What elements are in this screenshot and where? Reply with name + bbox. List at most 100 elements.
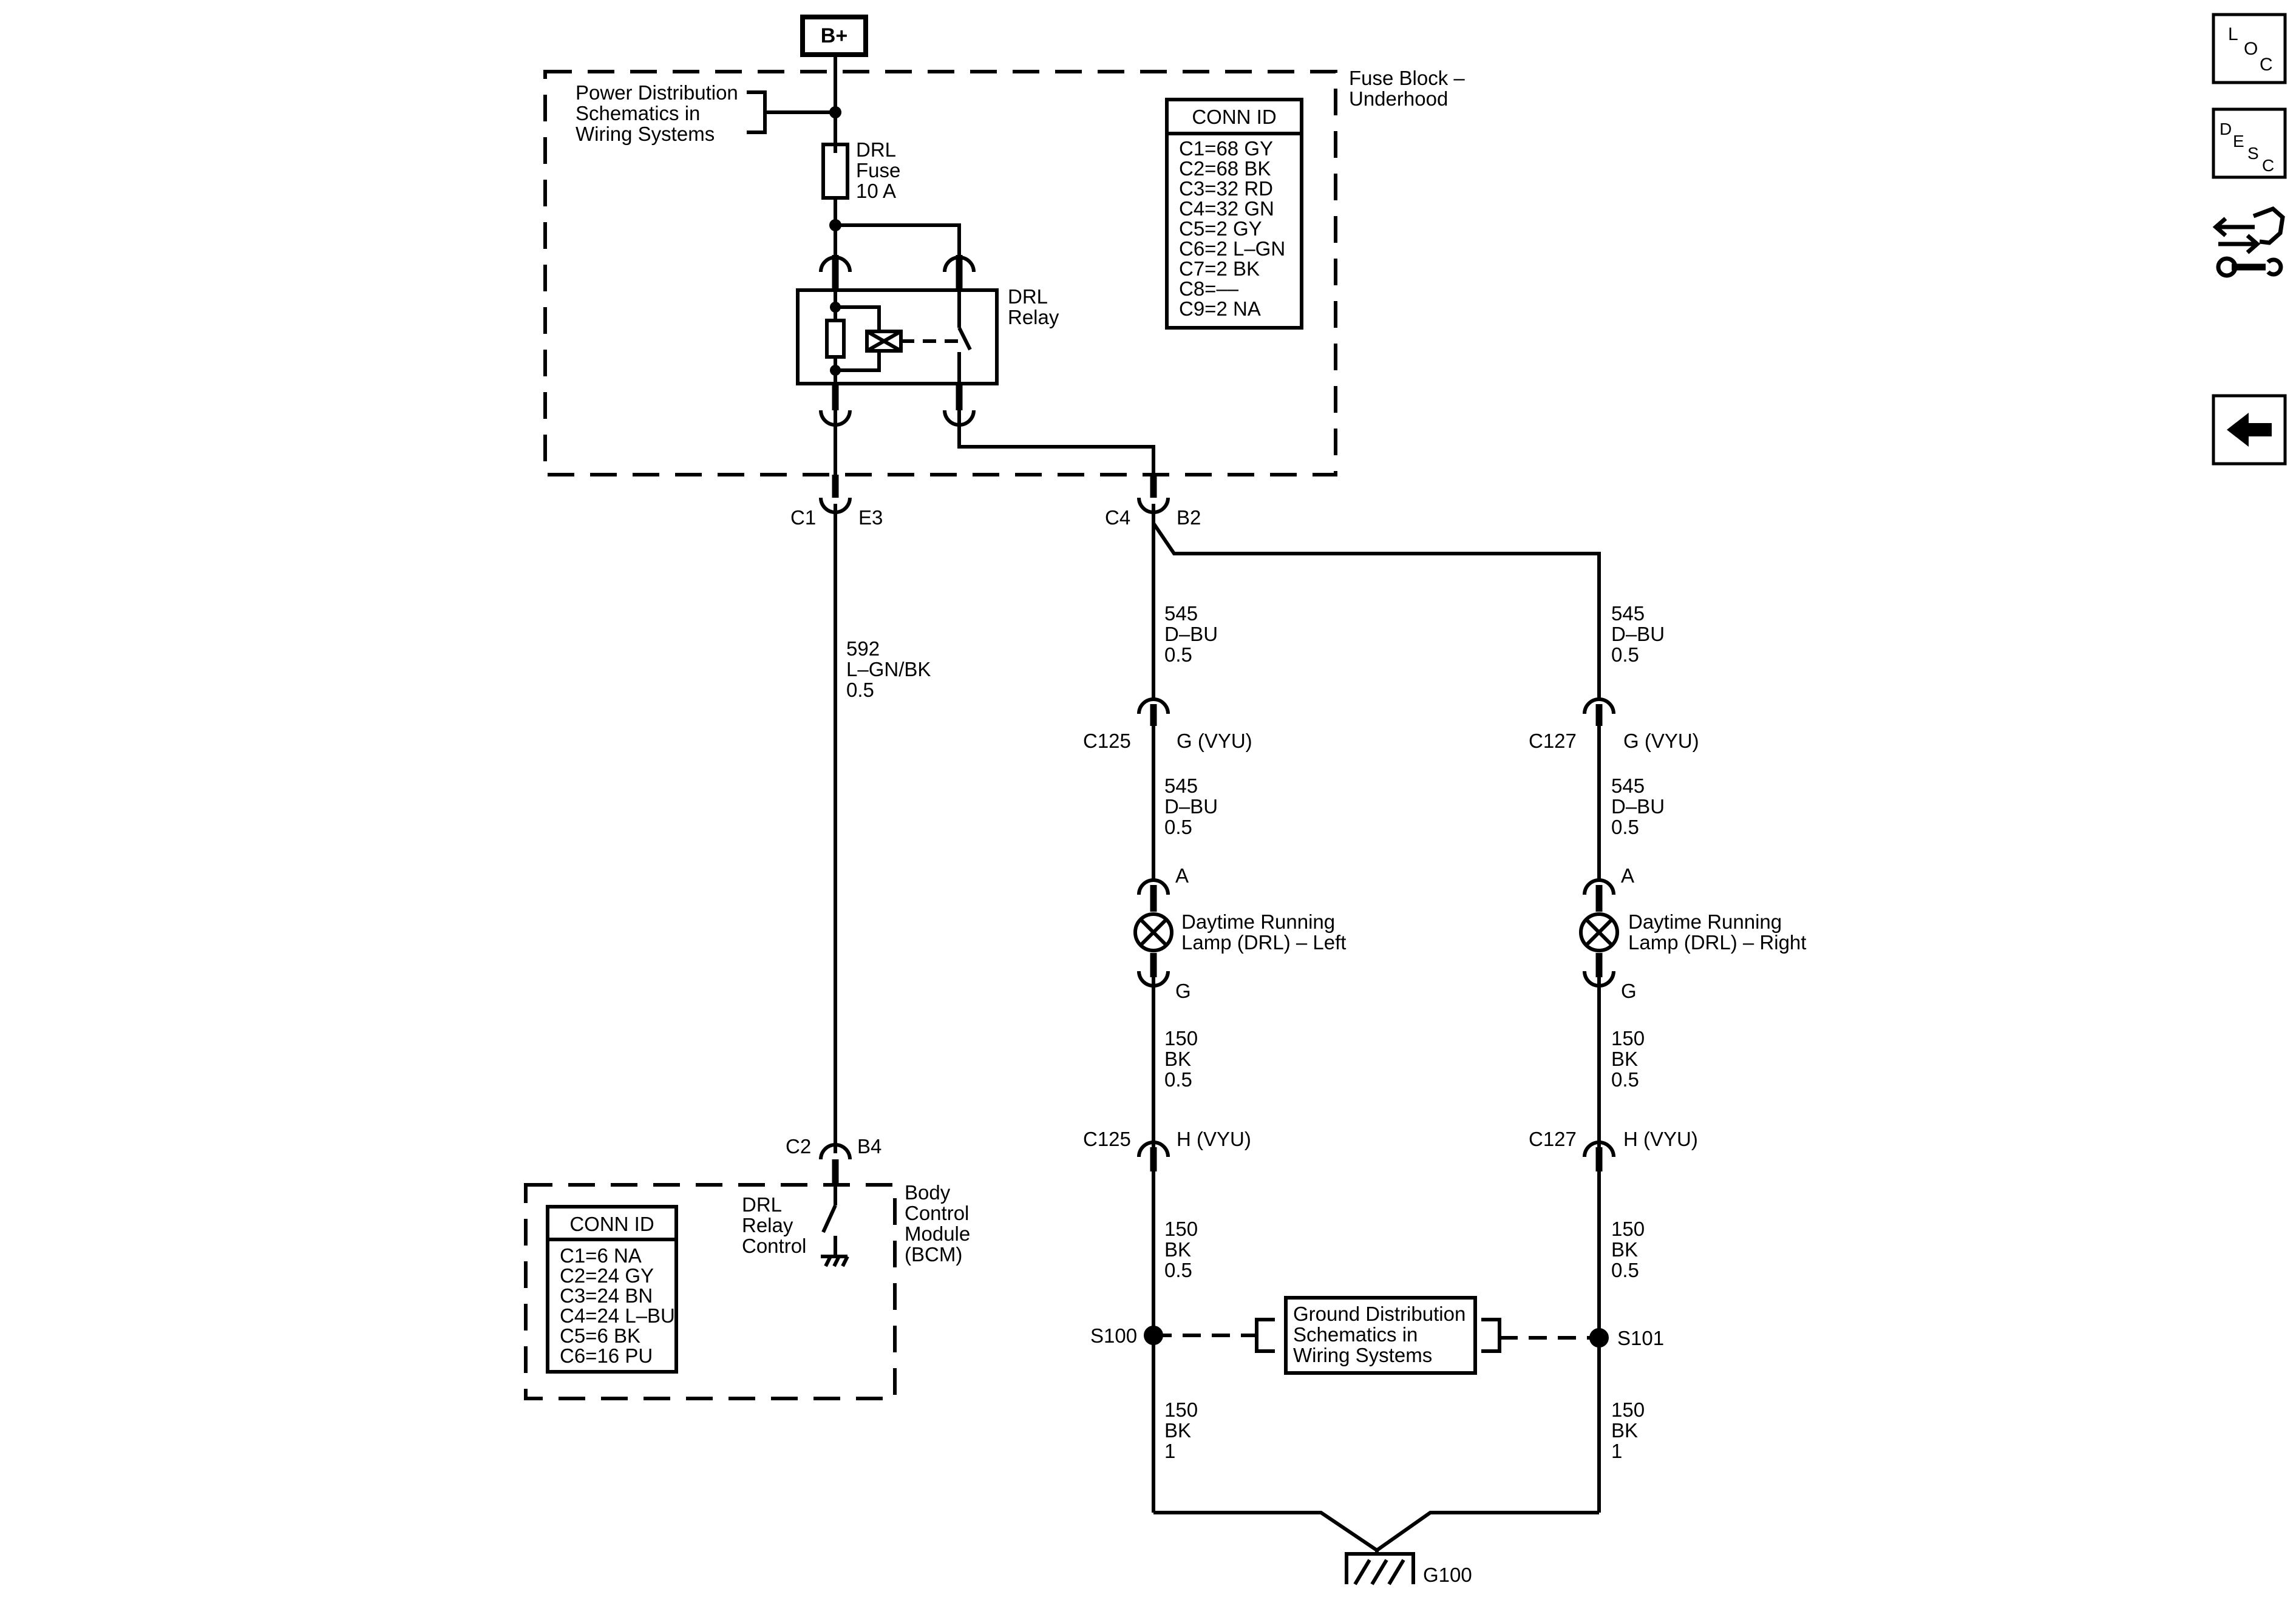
right-lamp-label-1: Daytime Running — [1628, 910, 1782, 933]
connector-c127-h-label: C127 — [1529, 1128, 1577, 1150]
desc-button[interactable]: D E S C — [2212, 107, 2287, 179]
fuse-label-2: Fuse — [856, 159, 900, 181]
cup-c127-g — [1583, 697, 1615, 714]
bcm-conn-id-item-5: C5=6 BK — [560, 1324, 640, 1347]
splice-s100-label: S100 — [1090, 1324, 1137, 1347]
wire-545-right-2-label-1: 545 — [1611, 775, 1645, 797]
loc-letter-l: L — [2228, 24, 2238, 44]
fuse-block-conn-id-box — [1165, 98, 1303, 330]
wire-545-right-2-label-3: 0.5 — [1611, 816, 1639, 838]
wire-592-label-1: 592 — [846, 637, 880, 660]
back-arrow-icon[interactable] — [2227, 413, 2272, 447]
wire-150-right-3-label-1: 150 — [1611, 1398, 1645, 1421]
wire-592-label-2: L–GN/BK — [846, 658, 931, 680]
relay-coil-x2 — [866, 330, 902, 353]
loc-letter-o: O — [2244, 39, 2258, 59]
bcm-conn-id-item-1: C1=6 NA — [560, 1244, 642, 1267]
right-lamp-bulb — [1579, 912, 1619, 952]
splice-s101-label: S101 — [1617, 1327, 1664, 1349]
connector-h-vyu-right-label: H (VYU) — [1623, 1128, 1698, 1150]
wire-150-left-3-label-1: 150 — [1164, 1398, 1198, 1421]
ground-g100-symbol — [1345, 1550, 1415, 1585]
bcm-conn-id-box — [546, 1205, 678, 1374]
wire-150-right-3-label-3: 1 — [1611, 1440, 1622, 1462]
cup-left-lamp-a — [1137, 878, 1170, 895]
right-lamp-pin-g: G — [1621, 980, 1637, 1002]
cup-right-lamp-a — [1583, 878, 1615, 895]
wire-relay-switch-feed — [835, 223, 961, 255]
wire-545-right-1-label-1: 545 — [1611, 602, 1645, 625]
bcm-switch-label-1: DRL — [742, 1193, 782, 1216]
left-lamp-x2 — [1139, 918, 1168, 947]
wire-150-left-2-label-1: 150 — [1164, 1218, 1198, 1240]
left-lamp-pin-a: A — [1175, 864, 1189, 887]
wire-545-left-2-label-1: 545 — [1164, 775, 1198, 797]
right-lamp-x2 — [1584, 918, 1614, 947]
bcm-ground-symbol — [821, 1255, 849, 1267]
cup-c127-h — [1583, 1141, 1615, 1158]
fuse-block-conn-id-item-5: C5=2 GY — [1179, 217, 1262, 240]
bcm-switch-label-3: Control — [742, 1235, 806, 1257]
power-junction-dot — [829, 106, 841, 118]
wire-relay-to-c4 — [957, 410, 1155, 475]
desc-button-icon[interactable] — [2212, 107, 2287, 179]
desc-letter-c: C — [2262, 156, 2274, 175]
bcm-label-2: Control — [905, 1202, 969, 1224]
wire-150-right-2-label-1: 150 — [1611, 1218, 1645, 1240]
fuse-block-label-1: Fuse Block – — [1349, 67, 1465, 89]
connector-wrench-icon[interactable] — [2212, 206, 2285, 278]
wire-545-right-2-label-2: D–BU — [1611, 795, 1665, 818]
fuse-block-conn-id-item-6: C6=2 L–GN — [1179, 237, 1285, 260]
connector-c2-label: C2 — [786, 1135, 811, 1158]
wire-150-right-1-label-2: BK — [1611, 1048, 1638, 1070]
wire-150-left-2-label-2: BK — [1164, 1238, 1191, 1261]
wire-150-right-1-label-3: 0.5 — [1611, 1068, 1639, 1091]
fuse-block-conn-id-item-3: C3=32 RD — [1179, 177, 1273, 200]
fuse-block-outline — [543, 70, 1337, 476]
back-button[interactable] — [2212, 394, 2287, 466]
ground-ref-label-3[interactable]: Wiring Systems — [1293, 1344, 1432, 1366]
ground-ref-label-2[interactable]: Schematics in — [1293, 1323, 1418, 1346]
fuse-block-conn-id-item-2: C2=68 BK — [1179, 157, 1271, 180]
wire-150-right-1-label-1: 150 — [1611, 1027, 1645, 1049]
connector-e3-label: E3 — [858, 506, 883, 529]
wire-545-right-1-label-2: D–BU — [1611, 623, 1665, 645]
left-lamp-label-1: Daytime Running — [1181, 910, 1335, 933]
wire-150-left-1-label-1: 150 — [1164, 1027, 1198, 1049]
loc-button[interactable]: L O C — [2212, 13, 2287, 84]
bcm-label-3: Module — [905, 1222, 970, 1245]
power-distribution-ref-3[interactable]: Wiring Systems — [576, 123, 715, 145]
relay-label-2: Relay — [1008, 306, 1059, 328]
relay-switch-contact — [957, 327, 972, 351]
battery-label: B+ — [821, 24, 847, 47]
wire-150-right-2-label-3: 0.5 — [1611, 1259, 1639, 1281]
ground-distribution-box — [1284, 1296, 1477, 1375]
ground-ref-bracket-left — [1255, 1318, 1275, 1353]
power-distribution-ref-2[interactable]: Schematics in — [576, 102, 700, 124]
wire-150-left-3-label-3: 1 — [1164, 1440, 1175, 1462]
wire-ground-left — [1153, 1511, 1378, 1552]
left-lamp-label-2: Lamp (DRL) – Left — [1181, 931, 1346, 954]
cup-c125-h — [1137, 1141, 1170, 1158]
ground-g100-label: G100 — [1423, 1564, 1472, 1586]
connector-b2-label: B2 — [1177, 506, 1201, 529]
bcm-switch-contact — [821, 1204, 837, 1233]
fuse-block-conn-id-item-8: C8=–– — [1179, 277, 1239, 300]
loc-button-icon[interactable] — [2212, 13, 2287, 84]
wire-545-left-1-label-3: 0.5 — [1164, 643, 1192, 666]
wire-ground-right — [1376, 1511, 1599, 1552]
desc-letter-d: D — [2220, 120, 2232, 138]
fuse-block-conn-id-item-9: C9=2 NA — [1179, 297, 1261, 320]
power-distribution-ref-1[interactable]: Power Distribution — [576, 81, 738, 104]
ground-ref-label-1[interactable]: Ground Distribution — [1293, 1303, 1466, 1325]
right-lamp-pin-a: A — [1621, 864, 1634, 887]
bcm-conn-id-item-3: C3=24 BN — [560, 1284, 653, 1307]
fuse-label-3: 10 A — [856, 180, 896, 202]
fuse-block-conn-id-title: CONN ID — [1192, 106, 1276, 128]
fuse-block-conn-id-item-4: C4=32 GN — [1179, 197, 1274, 220]
bcm-conn-id-item-2: C2=24 GY — [560, 1264, 654, 1287]
connector-c127-g-label: C127 — [1529, 730, 1577, 752]
